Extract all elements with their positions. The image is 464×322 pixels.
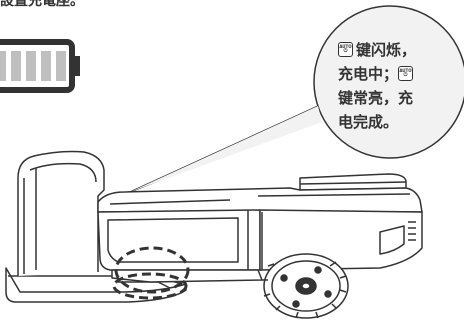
rear-wheel: [262, 253, 349, 319]
auto-key-label: AUTO: [339, 44, 352, 49]
auto-power-key-icon: AUTO ⏻: [338, 42, 353, 57]
auto-power-key-icon: AUTO ⏻: [398, 66, 414, 81]
callout-bubble: [129, 5, 464, 193]
callout-line-4: 电完成。: [338, 113, 399, 131]
power-symbol-icon: ⏻: [403, 72, 408, 78]
callout-line-1-text: 键闪烁，: [356, 41, 417, 59]
callout-line-1: AUTO ⏻ 键闪烁，: [338, 38, 453, 62]
callout-text: AUTO ⏻ 键闪烁， 充电中； AUTO ⏻ 键常亮，充 电完成。: [338, 38, 453, 134]
charging-contact-highlight: [112, 246, 190, 300]
auto-key-label: AUTO: [399, 68, 412, 73]
battery-full-icon: [0, 39, 80, 93]
callout-line-3: 键常亮，充: [338, 89, 414, 107]
power-symbol-icon: ⏻: [343, 48, 348, 54]
instruction-fragment: 設置充電座。: [0, 0, 84, 9]
robot-mower: [97, 173, 423, 283]
callout-line-2-text: 充电中；: [338, 65, 399, 83]
callout-line-2: 充电中； AUTO ⏻: [338, 62, 453, 86]
